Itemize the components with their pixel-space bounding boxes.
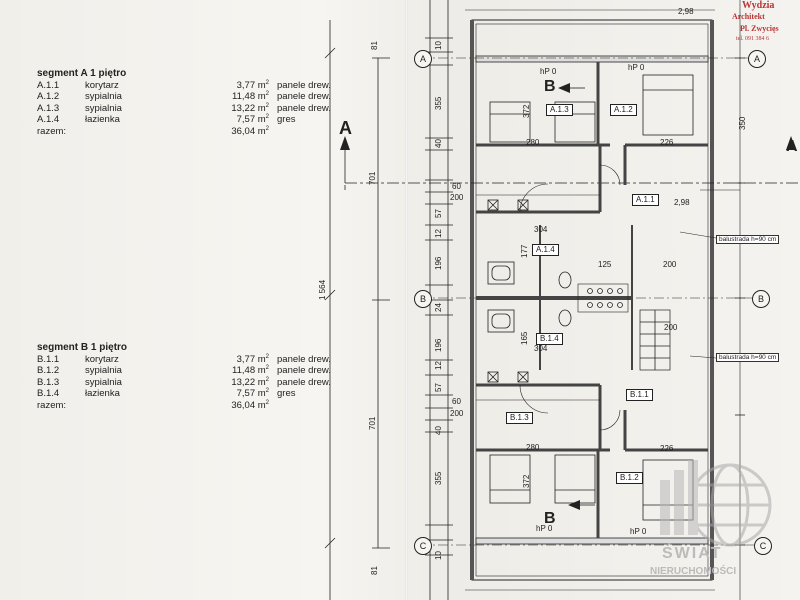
room-label-b11: B.1.1 bbox=[626, 389, 653, 401]
stamp-line-1: Wydzia bbox=[742, 0, 775, 11]
dim-label: 60 bbox=[452, 397, 461, 406]
dim-label: 196 bbox=[434, 338, 443, 352]
section-arrow-a-icon bbox=[340, 136, 350, 150]
dim-label: 200 bbox=[664, 323, 678, 332]
section-arrow-b-bottom-icon bbox=[568, 500, 580, 510]
dim-label: 304 bbox=[534, 344, 548, 353]
dim-label: 57 bbox=[434, 209, 443, 218]
dim-label: 60 bbox=[452, 182, 461, 191]
section-arrow-b-top-icon bbox=[558, 83, 570, 93]
dim-label: 196 bbox=[434, 256, 443, 270]
height-mark: hP 0 bbox=[628, 63, 645, 72]
grid-axis-c-right: C bbox=[754, 537, 772, 555]
dim-label: 165 bbox=[520, 331, 529, 345]
height-mark: hP 0 bbox=[536, 524, 553, 533]
dim-label: 125 bbox=[598, 260, 612, 269]
dim-label: 12 bbox=[434, 229, 443, 238]
dim-label: 350 bbox=[738, 116, 747, 130]
dim-label: 304 bbox=[534, 225, 548, 234]
balustrade-note-bottom: balustrada h=90 cm bbox=[716, 353, 780, 362]
table-total-row: razem:36,04 m2 bbox=[37, 125, 269, 137]
room-label-b12: B.1.2 bbox=[616, 472, 643, 484]
dim-label: 10 bbox=[434, 551, 443, 560]
dim-label: 40 bbox=[434, 426, 443, 435]
dim-label: 226 bbox=[660, 138, 674, 147]
dim-label: 24 bbox=[434, 303, 443, 312]
stamp-line-4: tel. 091 384 6 bbox=[736, 36, 769, 42]
dim-701-bottom: 701 bbox=[368, 416, 377, 430]
dim-label: 200 bbox=[450, 193, 464, 202]
segment-b-title: segment B 1 piętro bbox=[37, 342, 128, 353]
dim-label: 10 bbox=[434, 41, 443, 50]
grid-axis-a-right: A bbox=[748, 50, 766, 68]
dim-label: 2,98 bbox=[678, 7, 694, 16]
section-marker-a: A bbox=[339, 118, 352, 138]
dim-label: 355 bbox=[434, 471, 443, 485]
dim-label: 280 bbox=[526, 138, 540, 147]
watermark-title: ŚWIAT bbox=[662, 545, 723, 562]
dim-701-top: 701 bbox=[368, 171, 377, 185]
dim-label: 81 bbox=[370, 566, 379, 575]
room-label-a13: A.1.3 bbox=[546, 104, 573, 116]
dim-label: 2,98 bbox=[674, 198, 690, 207]
section-arrow-a-right-icon bbox=[786, 136, 796, 150]
stamp-line-3: Pl. Zwycięs bbox=[740, 24, 779, 33]
segment-a-title: segment A 1 piętro bbox=[37, 68, 127, 79]
room-label-b13: B.1.3 bbox=[506, 412, 533, 424]
watermark-subtitle: NIERUCHOMOŚCI bbox=[650, 566, 737, 577]
table-total-row: razem:36,04 m2 bbox=[37, 399, 269, 411]
dim-label: 372 bbox=[522, 474, 531, 488]
room-label-a12: A.1.2 bbox=[610, 104, 637, 116]
dim-label: 200 bbox=[450, 409, 464, 418]
paper-fold bbox=[405, 0, 408, 600]
height-mark: hP 0 bbox=[630, 527, 647, 536]
dim-label: 280 bbox=[526, 443, 540, 452]
architect-stamp: Wydzia Architekt Pl. Zwycięs tel. 091 38… bbox=[728, 0, 800, 50]
height-mark: hP 0 bbox=[540, 67, 557, 76]
dim-label: 226 bbox=[660, 444, 674, 453]
grid-axis-c-left: C bbox=[414, 537, 432, 555]
grid-axis-b-right: B bbox=[752, 290, 770, 308]
section-marker-b-top: B bbox=[544, 78, 556, 95]
dim-label: 200 bbox=[663, 260, 677, 269]
section-marker-b-bottom: B bbox=[544, 510, 556, 527]
watermark-building-icon bbox=[660, 460, 772, 547]
room-label-a14: A.1.4 bbox=[532, 244, 559, 256]
dim-label: 177 bbox=[520, 244, 529, 258]
dim-label: 81 bbox=[370, 41, 379, 50]
room-label-a11: A.1.1 bbox=[632, 194, 659, 206]
grid-axis-a-left: A bbox=[414, 50, 432, 68]
room-label-b14: B.1.4 bbox=[536, 333, 563, 345]
stamp-line-2: Architekt bbox=[732, 12, 765, 21]
section-marker-a-right: A bbox=[786, 138, 798, 155]
dim-label: 40 bbox=[434, 139, 443, 148]
dim-label: 57 bbox=[434, 383, 443, 392]
dim-label: 372 bbox=[522, 104, 531, 118]
dim-total: 1 564 bbox=[318, 279, 327, 300]
grid-axis-b-left: B bbox=[414, 290, 432, 308]
balustrade-note-top: balustrada h=90 cm bbox=[716, 235, 780, 244]
dim-label: 12 bbox=[434, 361, 443, 370]
dim-label: 355 bbox=[434, 96, 443, 110]
